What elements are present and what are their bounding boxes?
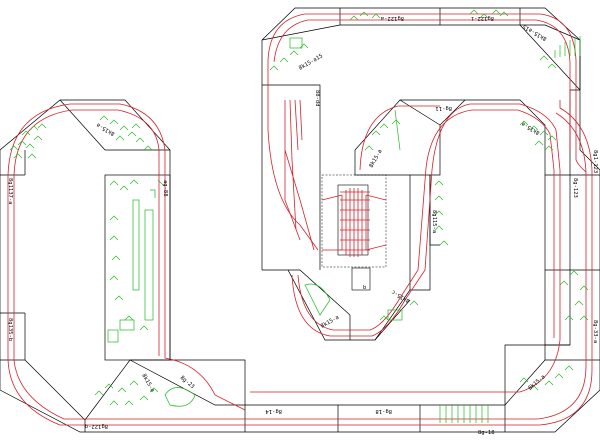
main-track-inner	[13, 112, 587, 420]
label-station-module: 88-dd	[314, 90, 320, 107]
baseboard-left-dividers	[0, 99, 170, 314]
label-right-top-b: 8g-123	[572, 178, 578, 198]
label-right-straight-lower: 8g-33-a	[592, 320, 598, 343]
baseboard-upper-dividers	[261, 8, 581, 270]
label-bottom-left-corner: 8g122-q	[85, 423, 108, 429]
inner-loop-top	[359, 105, 440, 171]
baseboard-bottom-segments	[129, 359, 506, 432]
label-inner-corner-right: 8k15-a	[521, 120, 541, 135]
inner-s-track-2	[297, 109, 555, 338]
label-bottom-mid-a: 8g-14	[265, 408, 282, 414]
upper-loop-track-inner	[273, 19, 571, 150]
baseboard-outlines	[0, 7, 600, 433]
baseboard-right-boxes	[429, 175, 570, 345]
baseboard-upper-loop	[261, 7, 581, 341]
label-inner-corner-left: 8k15-a	[369, 149, 384, 169]
baseboard-bottom-right-corner	[504, 174, 600, 406]
inner-loop-scenery	[304, 109, 557, 321]
tracks	[7, 13, 593, 426]
main-track-outer	[7, 100, 593, 426]
label-bottom-right-straight: 8g-18	[478, 430, 495, 436]
label-bottom-mid-b: 8g-18	[375, 408, 392, 414]
label-top-left-corner: 8k15-a15	[298, 53, 324, 71]
trees-left-top	[9, 115, 153, 159]
label-left-yard: ag-88	[162, 180, 168, 197]
label-left-straight-upper: 8g1137-a	[7, 178, 13, 205]
label-inner-loop-top: 8g-11	[435, 105, 452, 111]
upper-loop-scenery	[269, 9, 581, 71]
left-yard-scenery	[107, 179, 165, 343]
upper-left-descent	[267, 60, 319, 251]
label-inner-bottom-left: 8k15-a	[320, 315, 340, 330]
label-top-module-center: 8g122-a	[381, 15, 404, 21]
left-loop-top-track	[7, 103, 246, 411]
label-bottom-diag-left: 8k15-a	[140, 373, 155, 393]
station-tracks	[321, 188, 387, 257]
label-left-straight-lower: 8g135-b	[7, 318, 13, 341]
baseboard-left-loop	[0, 89, 600, 433]
left-yard-module	[104, 174, 171, 361]
inner-s-track	[250, 103, 561, 393]
station-area	[321, 174, 387, 268]
station-b-box	[351, 267, 371, 291]
label-right-top-a: 8g1-123	[592, 150, 598, 173]
bottom-left-scenery	[94, 380, 196, 407]
label-top-right-corner: 8k15-a15	[522, 23, 548, 41]
label-left-corner-top: 8k15-a	[96, 121, 116, 136]
label-inner-right-straight: 8g115-a	[431, 210, 437, 233]
scenery	[9, 9, 589, 423]
upper-loop-track-outer	[267, 13, 587, 173]
label-top-module-right: 8g122-i	[471, 15, 494, 21]
label-station-b: b	[363, 285, 366, 291]
module-labels: 8g122-a 8g122-i 8k15-a15 8k15-a15 88-dd …	[7, 15, 598, 436]
upper-yard-fan	[284, 99, 315, 251]
station-platform-lines	[340, 191, 370, 251]
left-loop-top-track-2	[13, 109, 160, 356]
right-side-scenery	[439, 270, 589, 423]
